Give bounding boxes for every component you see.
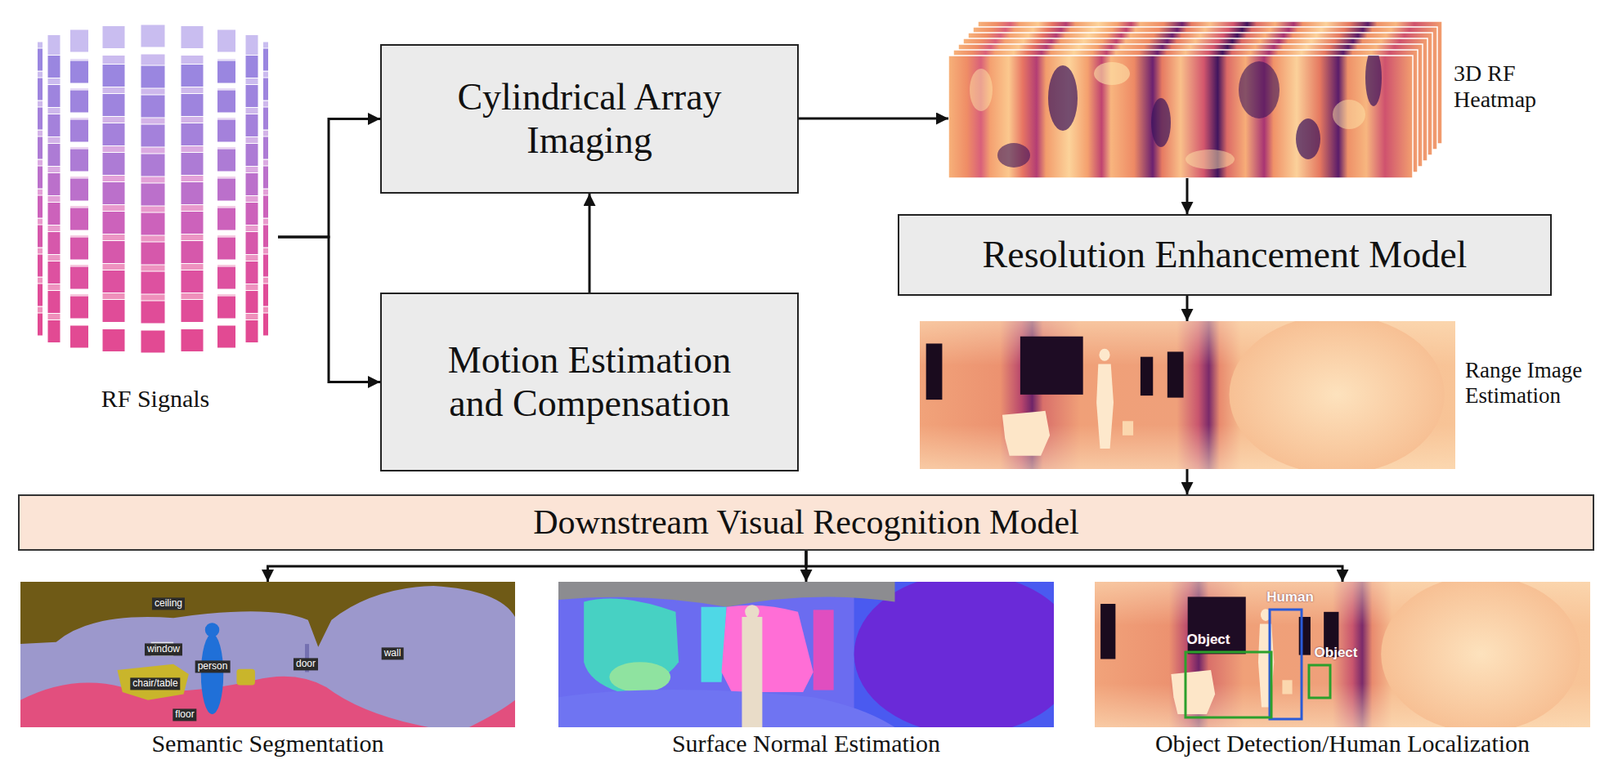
heatmap-blobs [1151,98,1171,148]
caption: RF Signals [101,385,211,414]
class-tag: window [144,643,183,656]
connector-arrow [806,551,1343,583]
class-tag: ceiling [152,597,185,610]
segmentation-image [236,669,255,686]
heatmap-blobs [969,68,993,112]
heatmap-blobs [1295,118,1321,160]
heatmap-blobs [969,55,1382,170]
heatmap-blobs [1332,99,1366,130]
normal-image [744,605,759,619]
segmentation-image [469,700,516,728]
connector-arrow [798,117,949,121]
detection-label: Object [1314,645,1358,662]
model-band: Downstream Visual Recognition Model [17,494,1595,552]
antenna-array-back [37,24,269,330]
bounding-boxes [1185,652,1272,718]
bounding-boxes [1269,609,1302,720]
bounding-boxes [1308,665,1331,699]
connector-arrow [1186,469,1189,495]
segmentation-image [20,582,516,728]
connector-arrow [268,551,807,583]
bounding-boxes [1185,609,1331,720]
antenna-array-front [37,254,269,295]
segmentation-image [205,622,220,637]
caption: 3D RF Heatmap [1453,60,1585,113]
caption: Surface Normal Estimation [672,730,941,759]
heatmap-stack [948,21,1443,179]
antenna-array-front [37,165,269,207]
box-label: Downstream Visual Recognition Model [533,502,1079,543]
normal-image [741,617,762,728]
heatmap-blobs [997,143,1031,168]
heatmap-blobs [1093,62,1130,86]
output-panel: Semantic Segmentation [20,582,516,758]
connector-arrow [277,119,381,238]
normal-image [558,690,895,728]
normal-image [721,605,814,693]
heatmap-blobs [1365,55,1382,107]
detection-image [1094,576,1591,734]
segmentation-image [20,676,429,728]
output-panel: Surface Normal Estimation [558,582,1054,758]
antenna-figure: RF Signals [32,20,278,413]
class-tag: chair/table [129,677,180,691]
process-box: Cylindrical Array Imaging [380,44,799,194]
segmentation-image [117,664,189,701]
class-tag: person [195,660,231,673]
segmentation-image [201,634,224,715]
normal-image [813,609,834,691]
process-box: Motion Estimation and Compensation [380,292,799,472]
normal-image [583,598,679,693]
normal-image [609,662,671,693]
caption: Object Detection/Human Localization [1155,730,1530,759]
antenna-array-front [37,136,269,177]
antenna-array-front [37,313,269,354]
class-tag: wall [381,647,404,660]
output-panel: Object Detection/Human Localization [1094,582,1591,758]
box-label: Motion Estimation and Compensation [434,339,745,426]
process-box: Resolution Enhancement Model [897,214,1552,296]
detection-label: Human [1266,590,1314,606]
heatmap-blobs [1048,65,1078,131]
normal-image [558,573,1079,735]
antenna-array-front [37,48,269,89]
connector-arrow [588,193,592,293]
detection-label: Object [1187,632,1231,649]
heatmap-stack [948,55,1413,179]
box-label: Cylindrical Array Imaging [434,76,745,163]
antenna-array-front [37,195,269,236]
heatmap-blobs [1238,61,1280,119]
connector-arrow [1186,178,1189,215]
antenna-array-front [37,107,269,148]
connector-arrow [277,237,381,383]
heatmap-panel: 3D RF Heatmap [948,21,1443,179]
antenna-array-front [37,77,269,118]
caption: Range Image Estimation [1465,358,1595,409]
range-image [919,315,1456,476]
antenna-array-front [37,48,269,354]
class-tag: door [293,658,319,671]
heatmap-blobs [1185,149,1235,170]
range-image-panel: Range Image Estimation [919,321,1456,470]
segmentation-image [20,582,516,648]
segmentation-image [20,582,516,728]
connector-arrow [1186,295,1189,322]
antenna-array-front [37,283,269,324]
class-tag: floor [172,708,197,722]
box-label: Resolution Enhancement Model [982,233,1468,278]
caption: Semantic Segmentation [151,730,384,759]
antenna-array-front [37,224,269,265]
